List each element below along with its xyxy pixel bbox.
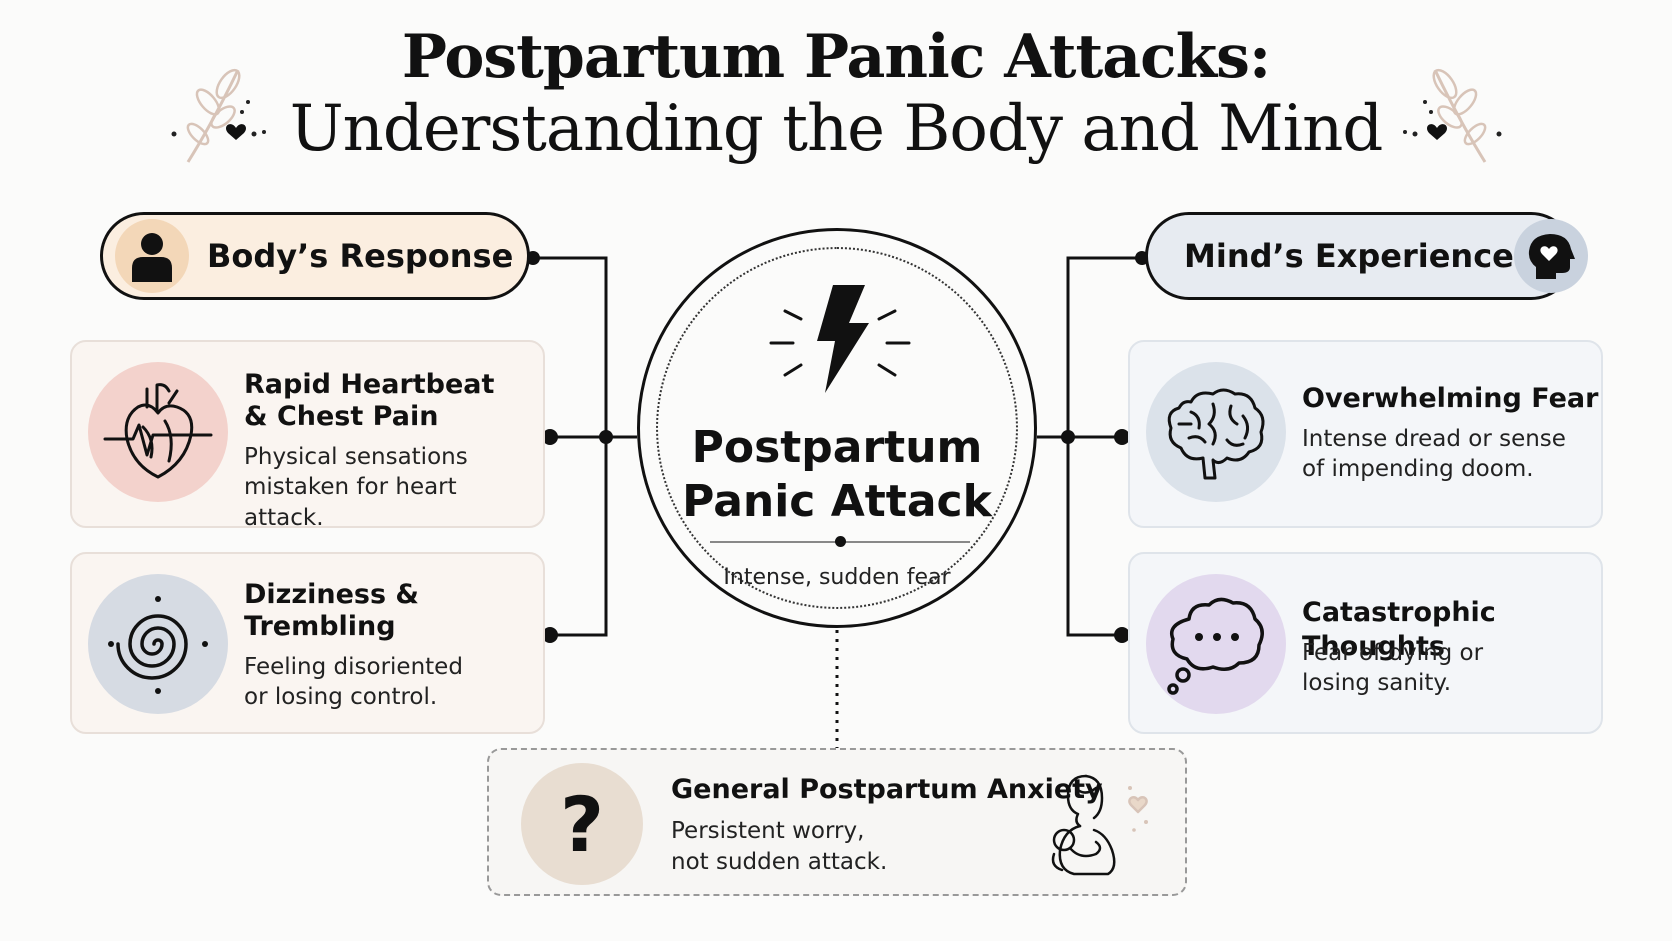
question-icon: ? [521, 763, 643, 885]
card-dizziness: Dizziness & Trembling Feeling disoriente… [70, 552, 545, 734]
card-desc-line-1: Physical sensations [244, 444, 468, 470]
card-general-anxiety: ? General Postpartum Anxiety Persistent … [487, 748, 1187, 896]
center-title-line-2: Panic Attack [682, 476, 992, 527]
center-panic-attack: Postpartum Panic Attack Intense, sudden … [637, 228, 1037, 628]
body-response-header: Body’s Response [100, 212, 530, 300]
center-divider-dot [835, 536, 846, 547]
card-desc-line-2: losing sanity. [1302, 670, 1452, 696]
anxiety-desc-line-2: not sudden attack. [671, 849, 888, 875]
card-title-line-2: & Chest Pain [244, 401, 439, 432]
card-catastrophic-thoughts: Catastrophic Thoughts Fear of dying or l… [1128, 552, 1603, 734]
right-sprig-icon [1403, 68, 1502, 163]
card-title: Overwhelming Fear [1302, 383, 1599, 414]
left-sprig-icon [171, 68, 266, 163]
card-desc-line-2: of impending doom. [1302, 456, 1534, 482]
card-overwhelming-fear: Overwhelming Fear Intense dread or sense… [1128, 340, 1603, 528]
card-title-line-2: Trembling [244, 611, 396, 642]
body-response-label: Body’s Response [207, 237, 514, 275]
spiral-icon [88, 574, 228, 714]
head-heart-icon [1513, 219, 1588, 293]
card-desc-line-1: Fear of dying or [1302, 640, 1484, 666]
card-desc-line-1: Feeling disoriented [244, 654, 463, 680]
center-title-line-1: Postpartum [691, 422, 983, 473]
center-subtitle: Intense, sudden fear [723, 565, 951, 590]
card-title-line-1: Rapid Heartbeat [244, 369, 495, 400]
title-line-1: Postpartum Panic Attacks: [401, 22, 1271, 92]
card-desc-line-2: mistaken for heart attack. [244, 474, 457, 531]
title-line-2: Understanding the Body and Mind [289, 92, 1384, 166]
card-title: Catastrophic Thoughts [1302, 597, 1496, 662]
card-desc-line-1: Intense dread or sense [1302, 426, 1566, 452]
lightning-icon [769, 285, 911, 393]
card-desc-line-2: or losing control. [244, 684, 438, 710]
anxiety-title: General Postpartum Anxiety [671, 774, 1103, 805]
brain-icon [1146, 362, 1286, 502]
card-title-line-1: Dizziness & [244, 579, 419, 610]
center-title: Postpartum Panic Attack [640, 421, 1034, 529]
mind-experience-header: Mind’s Experience [1145, 212, 1588, 300]
center-inner-ring [656, 247, 1018, 609]
mind-experience-label: Mind’s Experience [1184, 237, 1514, 275]
person-icon [115, 219, 189, 293]
anxiety-desc: Persistent worry, not sudden attack. [671, 816, 887, 878]
anxiety-desc-line-1: Persistent worry, [671, 818, 865, 844]
thought-bubble-icon [1146, 574, 1286, 714]
heart-icon [88, 362, 228, 502]
card-rapid-heartbeat: Rapid Heartbeat & Chest Pain Physical se… [70, 340, 545, 531]
mother-baby-icon [1051, 774, 1148, 876]
